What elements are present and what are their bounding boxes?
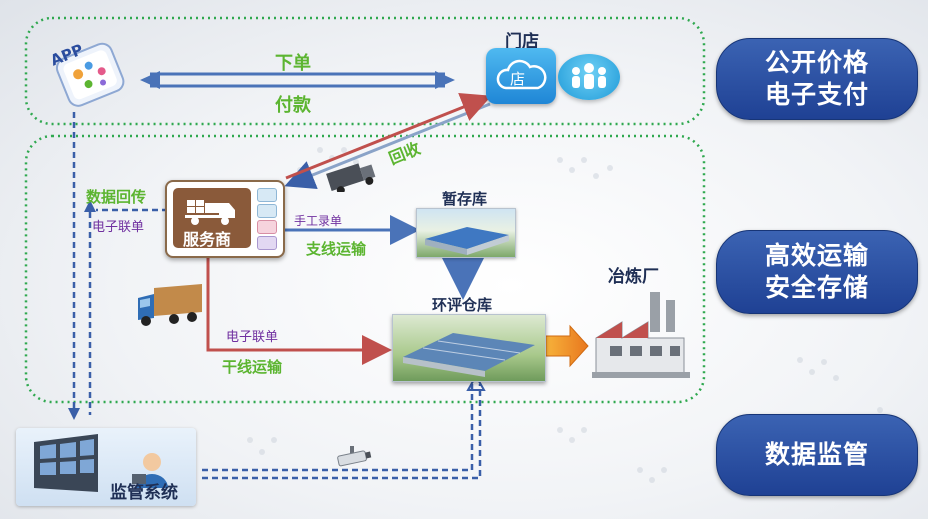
monitor-warehouse-arrowhead <box>466 373 486 391</box>
service-provider-badge: 服务商 <box>173 188 251 249</box>
order-label: 下单 <box>275 53 311 74</box>
store-label: 门店 <box>505 32 539 52</box>
store-cloud-icon <box>496 59 547 90</box>
service-provider-tags <box>255 186 277 250</box>
warehouse-node[interactable] <box>392 314 546 382</box>
pill-public-pricing: 公开价格 电子支付 <box>716 38 918 120</box>
cctv-camera-icon <box>334 444 374 470</box>
monitor-system-label: 监管系统 <box>110 483 178 503</box>
pill-transport-line2: 安全存储 <box>764 273 869 302</box>
factory-icon <box>592 292 690 378</box>
smelter-node[interactable] <box>588 288 694 380</box>
payment-label: 付款 <box>275 95 311 116</box>
smelter-arrow <box>545 324 589 368</box>
pill-transport-line1: 高效运输 <box>764 241 869 270</box>
store-glyph: 店 <box>510 70 526 88</box>
branch-transport-label: 支线运输 <box>306 240 367 258</box>
trunk-arrow <box>206 252 392 365</box>
temp-storage-label: 暂存库 <box>442 190 488 208</box>
recycle-truck-icon <box>324 160 380 195</box>
region-transport <box>24 134 706 404</box>
map-background <box>247 147 883 483</box>
monitor-system-node[interactable]: 监管系统 <box>16 428 196 506</box>
customers-icon <box>558 54 620 100</box>
temp-storage-node[interactable] <box>416 208 516 258</box>
pill-supervision-line1: 数据监管 <box>764 440 869 469</box>
app-icon <box>55 42 125 107</box>
video-wall-icon <box>34 434 168 492</box>
manual-entry-label: 手工录单 <box>294 214 343 228</box>
pill-public-line2: 电子支付 <box>764 80 869 109</box>
warehouse-building-icon <box>403 333 535 377</box>
store-node[interactable]: 店 <box>486 48 556 104</box>
return-red-arrow <box>285 92 492 180</box>
delivery-truck-icon <box>185 200 235 225</box>
warehouse-label: 环评仓库 <box>432 296 493 314</box>
data-return-label: 数据回传 <box>86 188 147 206</box>
recycle-arrow <box>284 102 491 190</box>
monitor-warehouse-line-inner <box>202 384 482 480</box>
pill-transport-storage: 高效运输 安全存储 <box>716 230 918 314</box>
app-node[interactable]: APP <box>48 40 132 114</box>
smelter-label: 冶炼厂 <box>608 267 659 287</box>
temp-storage-building-icon <box>425 227 509 255</box>
e-manifest-bottom-label: 电子联单 <box>226 330 279 345</box>
service-provider-node[interactable]: 服务商 <box>165 180 285 258</box>
service-provider-label: 服务商 <box>183 230 232 249</box>
monitor-warehouse-line-outer <box>202 384 474 472</box>
trunk-transport-label: 干线运输 <box>222 358 283 376</box>
trunk-truck-icon <box>134 280 206 328</box>
pill-data-supervision: 数据监管 <box>716 414 918 496</box>
app-monitor-arrowhead <box>68 408 80 420</box>
data-return-arrowhead <box>84 200 96 212</box>
region-public <box>24 16 706 126</box>
e-manifest-left-label: 电子联单 <box>92 220 145 235</box>
pill-public-line1: 公开价格 <box>764 48 869 77</box>
payment-arrow-right <box>435 71 455 89</box>
